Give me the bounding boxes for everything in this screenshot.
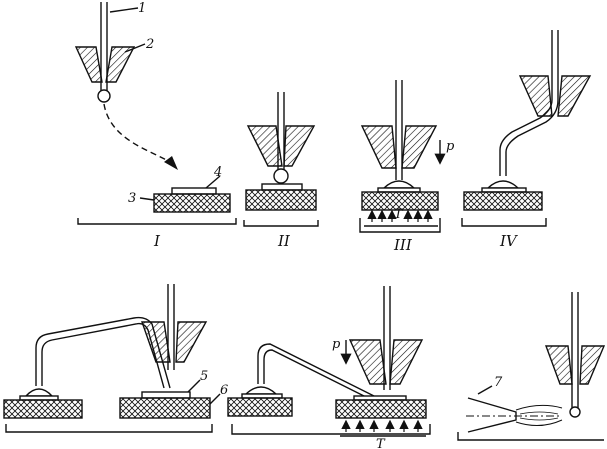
label-pressure-3: p [446,139,455,154]
label-pad: 4 [213,165,222,180]
stage-6 [227,286,431,437]
stage-label-1: I [153,232,161,250]
stage-1 [74,2,237,225]
stage-label-4: IV [499,232,519,250]
label-heat-3: T [394,207,404,222]
label-wire: 1 [138,1,146,16]
label-torch: 7 [494,375,503,390]
label-capillary: 2 [145,37,154,52]
label-substrate-second: 6 [220,383,228,398]
label-pad-second: 5 [200,369,208,384]
stage-3 [359,80,446,233]
stage-5 [3,284,221,433]
label-substrate: 3 [128,191,136,206]
stage-label-3: III [393,236,413,254]
stage-4 [461,30,592,227]
label-pressure-6: p [332,337,341,352]
stage-7 [457,292,606,441]
label-heat-6: T [376,437,386,449]
stage-2 [243,92,319,227]
stage-label-2: II [277,232,291,250]
